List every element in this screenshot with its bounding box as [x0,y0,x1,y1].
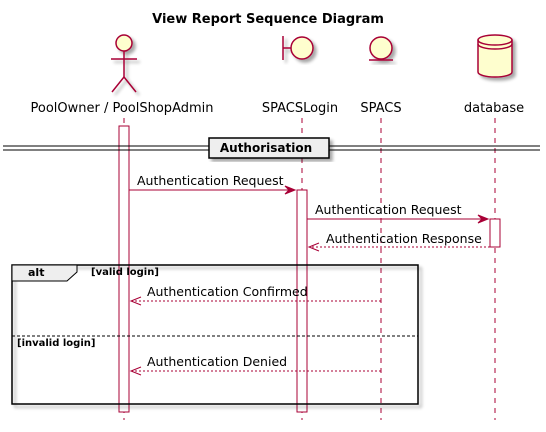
participant-label-spacs: SPACS [360,101,401,116]
message-4: Authentication Confirmed [129,284,381,306]
alt-guard-invalid: [invalid login] [17,338,95,349]
message-5: Authentication Denied [129,354,381,376]
activation-owner [118,125,130,413]
message-3: Authentication Response [307,231,490,252]
activation-database [489,218,501,248]
database-icon [477,34,513,78]
actor-icon [111,34,137,93]
participant-label-spacslogin: SPACSLogin [262,101,338,116]
separator-label: Authorisation [220,141,312,155]
message-2: Authentication Request [307,202,490,224]
participant-label-owner: PoolOwner / PoolShopAdmin [30,101,213,116]
message-2-label: Authentication Request [315,202,462,217]
alt-fragment: alt [valid login] [invalid login] [11,264,419,405]
message-3-label: Authentication Response [326,231,482,246]
activation-spacslogin [296,189,308,413]
message-1-label: Authentication Request [137,173,284,188]
message-5-label: Authentication Denied [147,354,287,369]
alt-keyword: alt [28,266,44,279]
alt-guard-valid: [valid login] [91,267,159,278]
diagram-title: View Report Sequence Diagram [152,12,384,27]
boundary-icon [282,36,314,60]
message-4-label: Authentication Confirmed [147,284,308,299]
entity-icon [369,36,393,61]
participant-label-database: database [464,101,524,116]
message-1: Authentication Request [129,173,297,195]
separator: Authorisation [3,137,540,159]
